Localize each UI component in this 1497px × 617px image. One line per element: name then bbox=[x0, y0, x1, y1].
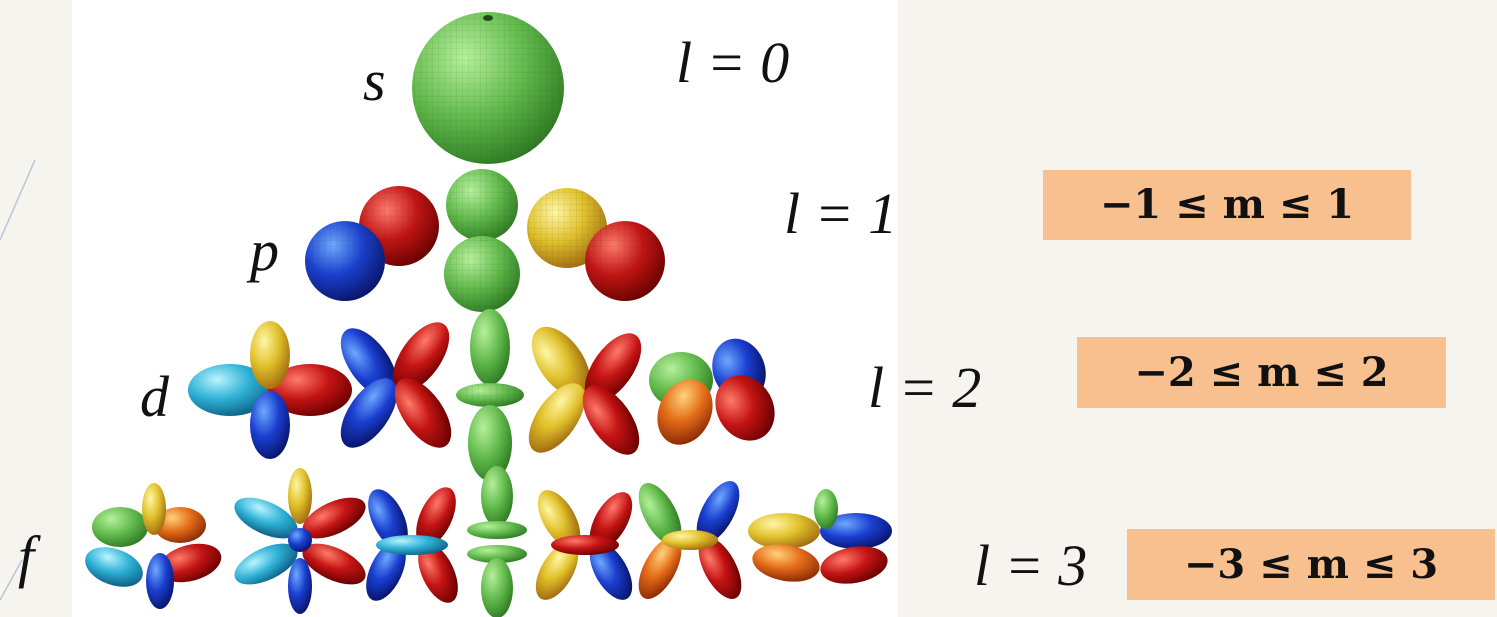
d-orbitals bbox=[188, 309, 775, 481]
orbital-label-p: p bbox=[250, 218, 279, 283]
slide-decoration-line bbox=[0, 159, 36, 601]
orbital-label-f: f bbox=[18, 524, 35, 589]
d-orbital-2 bbox=[340, 322, 452, 448]
p-orbital-center bbox=[444, 169, 520, 312]
f-orbital-6 bbox=[638, 481, 742, 599]
l-label-1: l = 1 bbox=[784, 181, 898, 246]
f-orbital-7 bbox=[748, 489, 892, 584]
s-orbital bbox=[412, 12, 564, 164]
f-orbital-2 bbox=[234, 468, 366, 614]
m-range-2: −2 ≤ m ≤ 2 bbox=[1077, 337, 1446, 408]
orbital-label-s: s bbox=[363, 48, 386, 113]
d-orbital-5 bbox=[649, 338, 775, 445]
f-orbital-1 bbox=[85, 483, 222, 609]
orbital-label-d: d bbox=[140, 364, 169, 429]
l-label-2: l = 2 bbox=[868, 355, 982, 420]
m-range-1: −1 ≤ m ≤ 1 bbox=[1043, 170, 1411, 240]
f-orbital-5 bbox=[535, 490, 633, 600]
d-orbital-3 bbox=[456, 309, 524, 481]
p-orbitals bbox=[305, 169, 665, 312]
m-range-3: −3 ≤ m ≤ 3 bbox=[1127, 529, 1495, 600]
f-orbitals bbox=[85, 466, 892, 617]
f-orbital-3 bbox=[366, 487, 458, 603]
l-label-3: l = 3 bbox=[974, 533, 1088, 598]
p-orbital-left bbox=[305, 186, 439, 301]
p-orbital-right bbox=[527, 188, 665, 301]
d-orbital-1 bbox=[188, 321, 352, 459]
l-label-0: l = 0 bbox=[676, 30, 790, 95]
d-orbital-4 bbox=[528, 326, 642, 455]
f-orbital-4 bbox=[467, 466, 527, 617]
